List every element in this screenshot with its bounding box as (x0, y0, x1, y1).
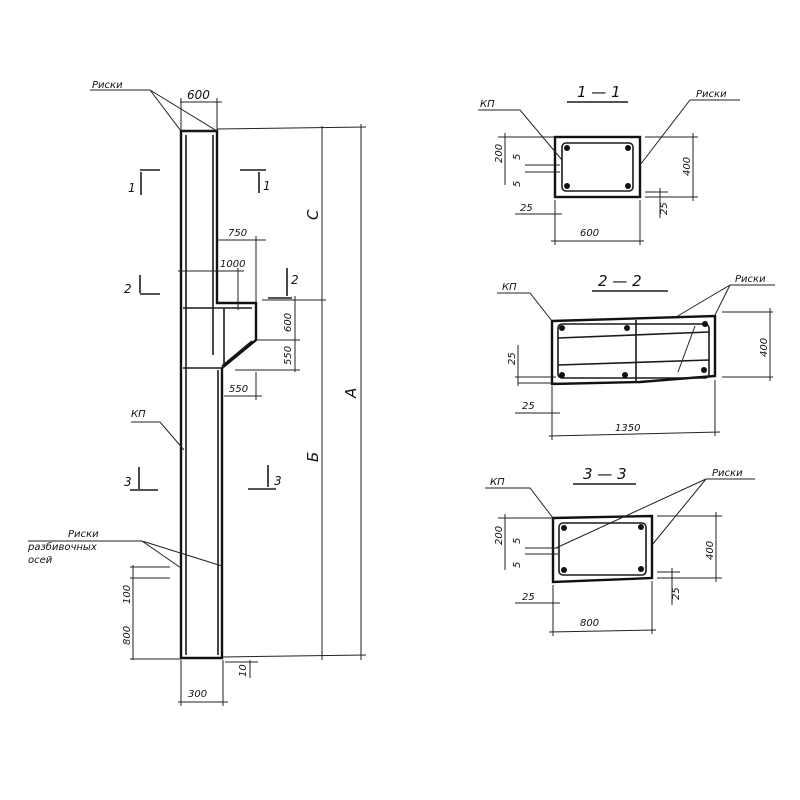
svg-text:2: 2 (291, 273, 299, 287)
dim-top-width: 600 (187, 88, 210, 102)
dim-25-right: 25 (659, 202, 670, 215)
svg-text:3: 3 (274, 474, 282, 488)
section-mark-3: 3 3 (124, 465, 282, 491)
svg-text:2: 2 (124, 282, 132, 296)
dim-600: 600 (283, 313, 294, 332)
section-1-1: 1 — 1 КП Риски 400 200 5 5 25 25 600 (478, 83, 740, 245)
dim-1000: 1000 (220, 259, 245, 270)
label-kp: КП (490, 477, 505, 488)
dim-5a: 5 (512, 154, 523, 160)
dim-200: 200 (494, 526, 505, 545)
dim-100: 100 (122, 585, 133, 604)
label-kp: КП (480, 99, 495, 110)
dim-25-right: 25 (671, 587, 682, 600)
column-elevation: 600 Риски С А Б 750 1000 600 550 550 (27, 80, 367, 706)
dim-height: 400 (705, 541, 716, 560)
section-title: 1 — 1 (577, 83, 621, 101)
dim-750: 750 (228, 228, 247, 239)
dim-5b: 5 (512, 562, 523, 568)
dim-25-left: 25 (522, 592, 535, 603)
dim-10: 10 (238, 664, 249, 677)
dim-a: А (342, 388, 360, 399)
dim-c: С (304, 209, 322, 220)
section-2-2: 2 — 2 КП Риски 400 25 25 1350 (497, 272, 775, 440)
dim-width: 800 (580, 618, 599, 629)
label-riski: Риски (696, 89, 727, 100)
dim-25-vertical: 25 (507, 352, 518, 365)
dim-height: 400 (759, 338, 770, 357)
svg-text:1: 1 (128, 181, 136, 195)
dim-5b: 5 (512, 181, 523, 187)
svg-text:3: 3 (124, 475, 132, 489)
dim-25-left: 25 (520, 203, 533, 214)
dim-width: 1350 (615, 423, 640, 434)
section-mark-2: 2 2 (124, 268, 299, 299)
label-kp: КП (502, 282, 517, 293)
svg-text:1: 1 (263, 179, 271, 193)
dim-width: 600 (580, 228, 599, 239)
label-riski-axes-3: осей (28, 555, 53, 566)
section-title: 3 — 3 (583, 465, 627, 483)
section-title: 2 — 2 (598, 272, 642, 290)
label-riski-axes: Риски (68, 529, 99, 540)
dim-550-horizontal: 550 (229, 384, 248, 395)
section-3-3: 3 — 3 КП Риски 400 200 5 5 25 25 800 (485, 465, 755, 636)
dim-b: Б (304, 452, 322, 462)
label-riski: Риски (712, 468, 743, 479)
dim-800: 800 (122, 626, 133, 645)
label-kp: КП (131, 409, 146, 420)
label-riski-axes-2: разбивочных (27, 541, 97, 553)
section-mark-1: 1 1 (128, 169, 271, 195)
label-riski-top: Риски (92, 80, 123, 91)
dim-height: 400 (682, 157, 693, 176)
dim-5a: 5 (512, 538, 523, 544)
dim-550-vertical: 550 (283, 346, 294, 365)
dim-200: 200 (494, 144, 505, 163)
dim-300: 300 (188, 689, 207, 700)
dim-25-left: 25 (522, 401, 535, 412)
label-riski: Риски (735, 274, 766, 285)
